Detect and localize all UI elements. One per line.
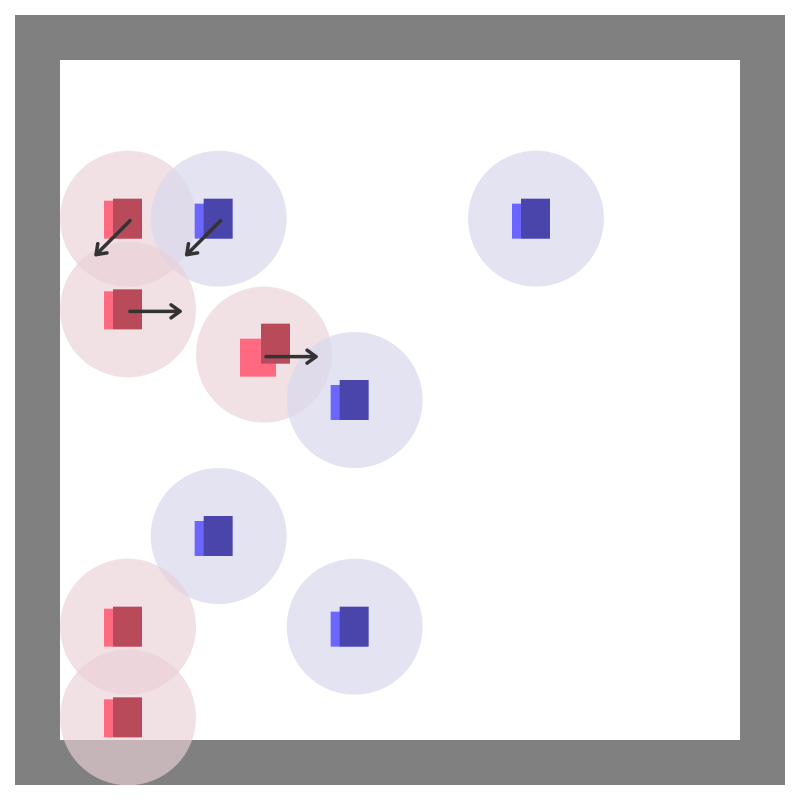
arrow-layer: [94, 218, 318, 365]
red-1-agent: [104, 198, 142, 239]
red-3-move-arrow: [264, 348, 318, 365]
red-2-agent: [104, 289, 142, 330]
blue-3-agent: [330, 380, 369, 420]
blue-2-agent: [512, 198, 550, 239]
blue-4-agent: [194, 516, 233, 556]
blue-1-agent: [194, 198, 233, 239]
red-4-agent: [104, 606, 142, 647]
blue-1-move-arrow: [184, 218, 223, 257]
blue-5-agent: [330, 606, 369, 647]
red-5-agent: [104, 697, 142, 738]
red-1-move-arrow: [94, 218, 132, 257]
red-2-move-arrow: [128, 303, 182, 320]
